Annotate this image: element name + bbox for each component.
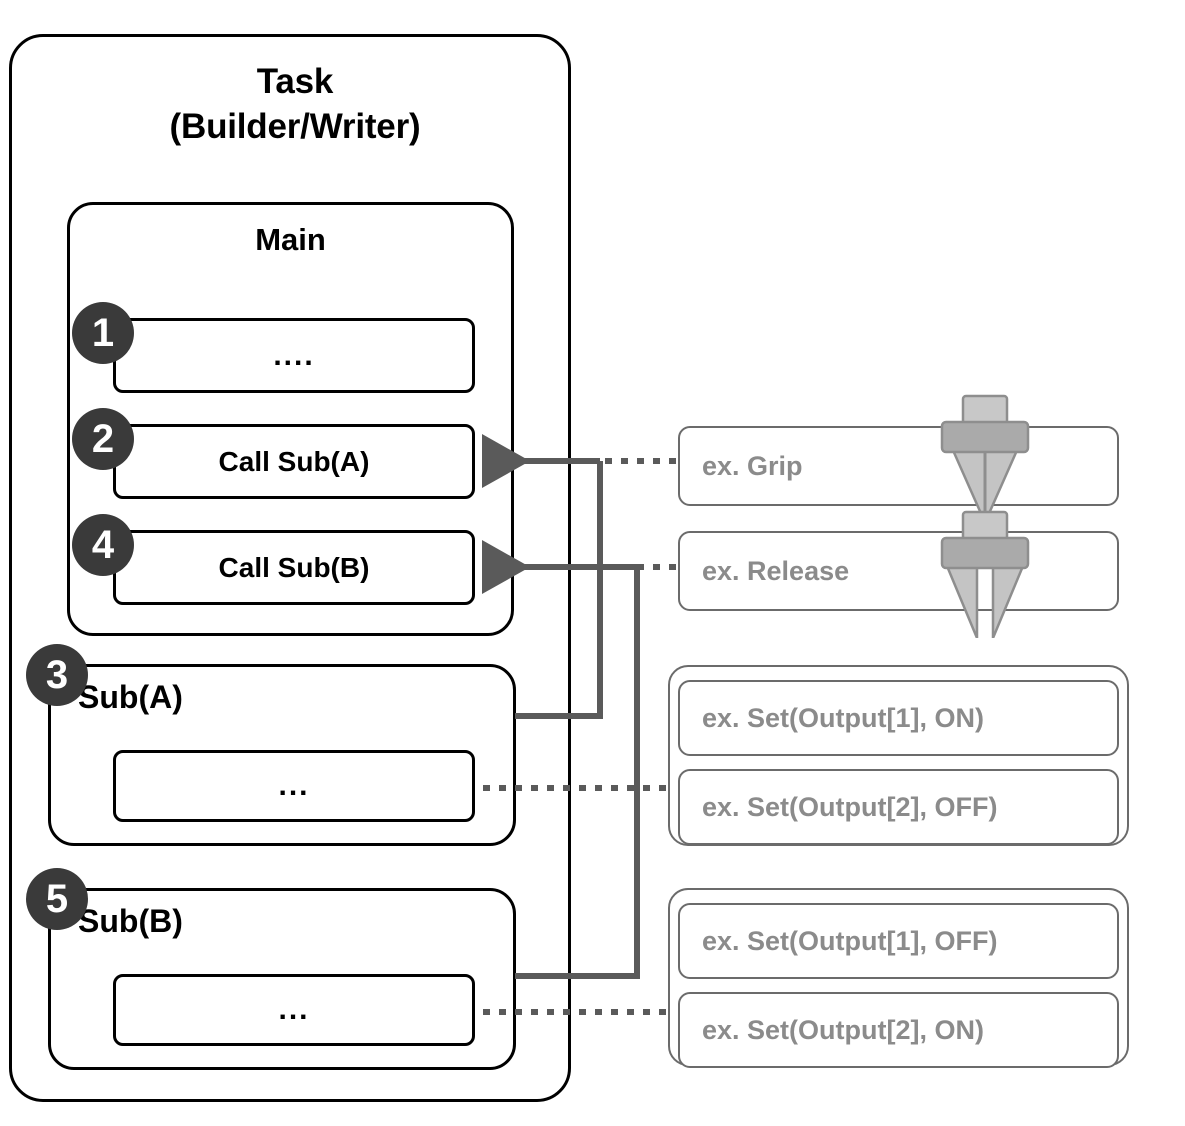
sub-a-body-box[interactable]: ... bbox=[113, 750, 475, 822]
example-set-output-1-on-label: ex. Set(Output[1], ON) bbox=[702, 702, 984, 733]
step-badge-2: 2 bbox=[72, 408, 134, 470]
main-routine-title: Main bbox=[255, 222, 326, 257]
main-step-4-label: Call Sub(B) bbox=[218, 551, 370, 583]
step-badge-3: 3 bbox=[26, 644, 88, 706]
task-title: Task (Builder/Writer) bbox=[60, 60, 530, 150]
main-step-1-box[interactable]: .... bbox=[113, 318, 475, 393]
main-step-1-label: .... bbox=[273, 338, 315, 372]
example-release-label: ex. Release bbox=[702, 555, 850, 586]
step-badge-4: 4 bbox=[72, 514, 134, 576]
sub-a-label: Sub(A) bbox=[78, 679, 183, 715]
example-release-box[interactable]: ex. Release bbox=[678, 531, 1119, 611]
example-set-output-2-off-label: ex. Set(Output[2], OFF) bbox=[702, 791, 998, 822]
task-title-line-1: Task bbox=[256, 62, 334, 101]
main-step-2-call-sub-a[interactable]: Call Sub(A) bbox=[113, 424, 475, 499]
sub-b-body-box[interactable]: ... bbox=[113, 974, 475, 1046]
example-set-output-2-on[interactable]: ex. Set(Output[2], ON) bbox=[678, 992, 1119, 1068]
example-grip-label: ex. Grip bbox=[702, 450, 803, 481]
example-grip-box[interactable]: ex. Grip bbox=[678, 426, 1119, 506]
sub-a-body-label: ... bbox=[278, 769, 310, 802]
example-set-output-1-off[interactable]: ex. Set(Output[1], OFF) bbox=[678, 903, 1119, 979]
sub-b-body-label: ... bbox=[278, 993, 310, 1026]
sub-b-label: Sub(B) bbox=[78, 903, 183, 939]
main-step-2-label: Call Sub(A) bbox=[218, 445, 370, 477]
step-badge-1: 1 bbox=[72, 302, 134, 364]
main-step-4-call-sub-b[interactable]: Call Sub(B) bbox=[113, 530, 475, 605]
example-set-output-2-off[interactable]: ex. Set(Output[2], OFF) bbox=[678, 769, 1119, 845]
example-set-output-1-off-label: ex. Set(Output[1], OFF) bbox=[702, 925, 998, 956]
example-set-output-2-on-label: ex. Set(Output[2], ON) bbox=[702, 1014, 984, 1045]
task-title-line-2: (Builder/Writer) bbox=[169, 106, 421, 146]
step-badge-5: 5 bbox=[26, 868, 88, 930]
example-set-output-1-on[interactable]: ex. Set(Output[1], ON) bbox=[678, 680, 1119, 756]
